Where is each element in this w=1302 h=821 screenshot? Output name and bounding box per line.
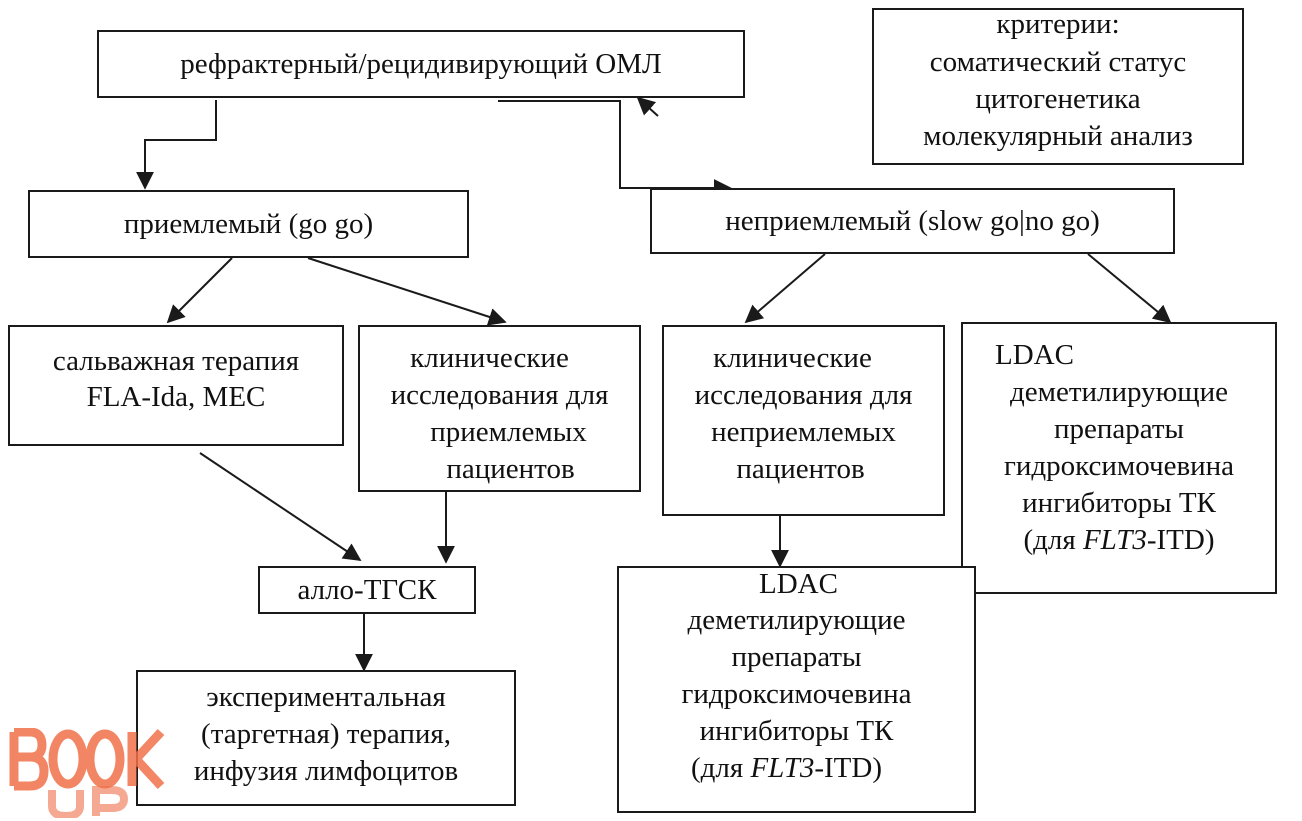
trials-eligible-line-2: исследования для (390, 379, 609, 411)
ldac-right-node: LDAC деметилирующие препараты гидроксимо… (961, 322, 1277, 594)
trials-eligible-line-1: клинические (410, 342, 569, 374)
ldac-mid-line-1: LDAC (759, 568, 838, 600)
ineligible-label: неприемлемый (slow go|no go) (725, 205, 1100, 237)
trials-ineligible-line-4: пациентов (736, 453, 865, 485)
salvage-node: сальважная терапия FLA-Ida, MEC (8, 325, 344, 446)
root-node: рефрактерный/рецидивирующий ОМЛ (97, 30, 745, 98)
criteria-box: критерии: соматический статус цитогенети… (872, 8, 1244, 165)
ldac-mid-line-6: (для FLT3-ITD) (690, 752, 882, 784)
experimental-line-3: инфузия лимфоцитов (193, 755, 459, 787)
root-label: рефрактерный/рецидивирующий ОМЛ (180, 48, 662, 80)
ldac-right-line-5: ингибиторы ТК (1022, 487, 1216, 519)
arrow-ineligible-to-ldac-right (1087, 253, 1172, 324)
ldac-mid-line-5: ингибиторы ТК (699, 715, 894, 747)
arrow-from-ineligible-to-root (636, 96, 659, 117)
allo-node: алло-ТГСК (258, 566, 476, 614)
trials-eligible-line-4: пациентов (446, 453, 575, 485)
criteria-title: критерии: (996, 8, 1120, 40)
allo-label: алло-ТГСК (297, 574, 437, 606)
arrow-salvage-to-allo (199, 452, 362, 562)
experimental-line-1: экспериментальная (206, 681, 446, 713)
experimental-node: экспериментальная (таргетная) терапия, и… (136, 670, 516, 806)
trials-ineligible-line-3: неприемлемых (711, 416, 896, 448)
ldac-right-line-2: деметилирующие (1009, 376, 1229, 408)
criteria-item-molecular: молекулярный анализ (923, 120, 1193, 152)
arrow-eligible-to-salvage (166, 257, 233, 324)
salvage-line-2: FLA-Ida, MEC (86, 381, 266, 413)
ldac-mid-line-3: препараты (731, 641, 862, 673)
ineligible-node: неприемлемый (slow go|no go) (650, 188, 1175, 254)
trials-eligible-line-3: приемлемых (430, 416, 587, 448)
salvage-line-1: сальважная терапия (52, 345, 300, 377)
eligible-label: приемлемый (go go) (123, 208, 374, 240)
ldac-right-line-3: препараты (1053, 413, 1185, 445)
trials-ineligible-line-1: клинические (713, 342, 872, 374)
arrow-root-to-ineligible (498, 100, 732, 197)
ldac-mid-line-2: деметилирующие (687, 604, 906, 636)
arrow-ineligible-to-trials (744, 253, 826, 324)
ldac-mid-node: LDAC деметилирующие препараты гидроксимо… (617, 566, 976, 813)
ldac-right-line-1: LDAC (995, 339, 1074, 371)
experimental-line-2: (таргетная) терапия, (201, 718, 451, 750)
trials-eligible-node: клинические исследования для приемлемых … (358, 325, 641, 492)
bookup-watermark-logo (9, 728, 165, 818)
eligible-node: приемлемый (go go) (28, 190, 469, 258)
ldac-mid-line-4: гидроксимочевина (681, 678, 912, 710)
trials-ineligible-node: клинические исследования для неприемлемы… (662, 325, 945, 516)
criteria-item-somatic: соматический статус (929, 46, 1187, 78)
ldac-right-line-6: (для FLT3-ITD) (1023, 524, 1215, 556)
arrow-root-to-eligible (136, 100, 217, 190)
criteria-item-cytogenetics: цитогенетика (975, 83, 1141, 115)
arrow-eligible-to-trials (307, 257, 507, 326)
trials-ineligible-line-2: исследования для (694, 379, 913, 411)
ldac-right-line-4: гидроксимочевина (1003, 450, 1235, 482)
